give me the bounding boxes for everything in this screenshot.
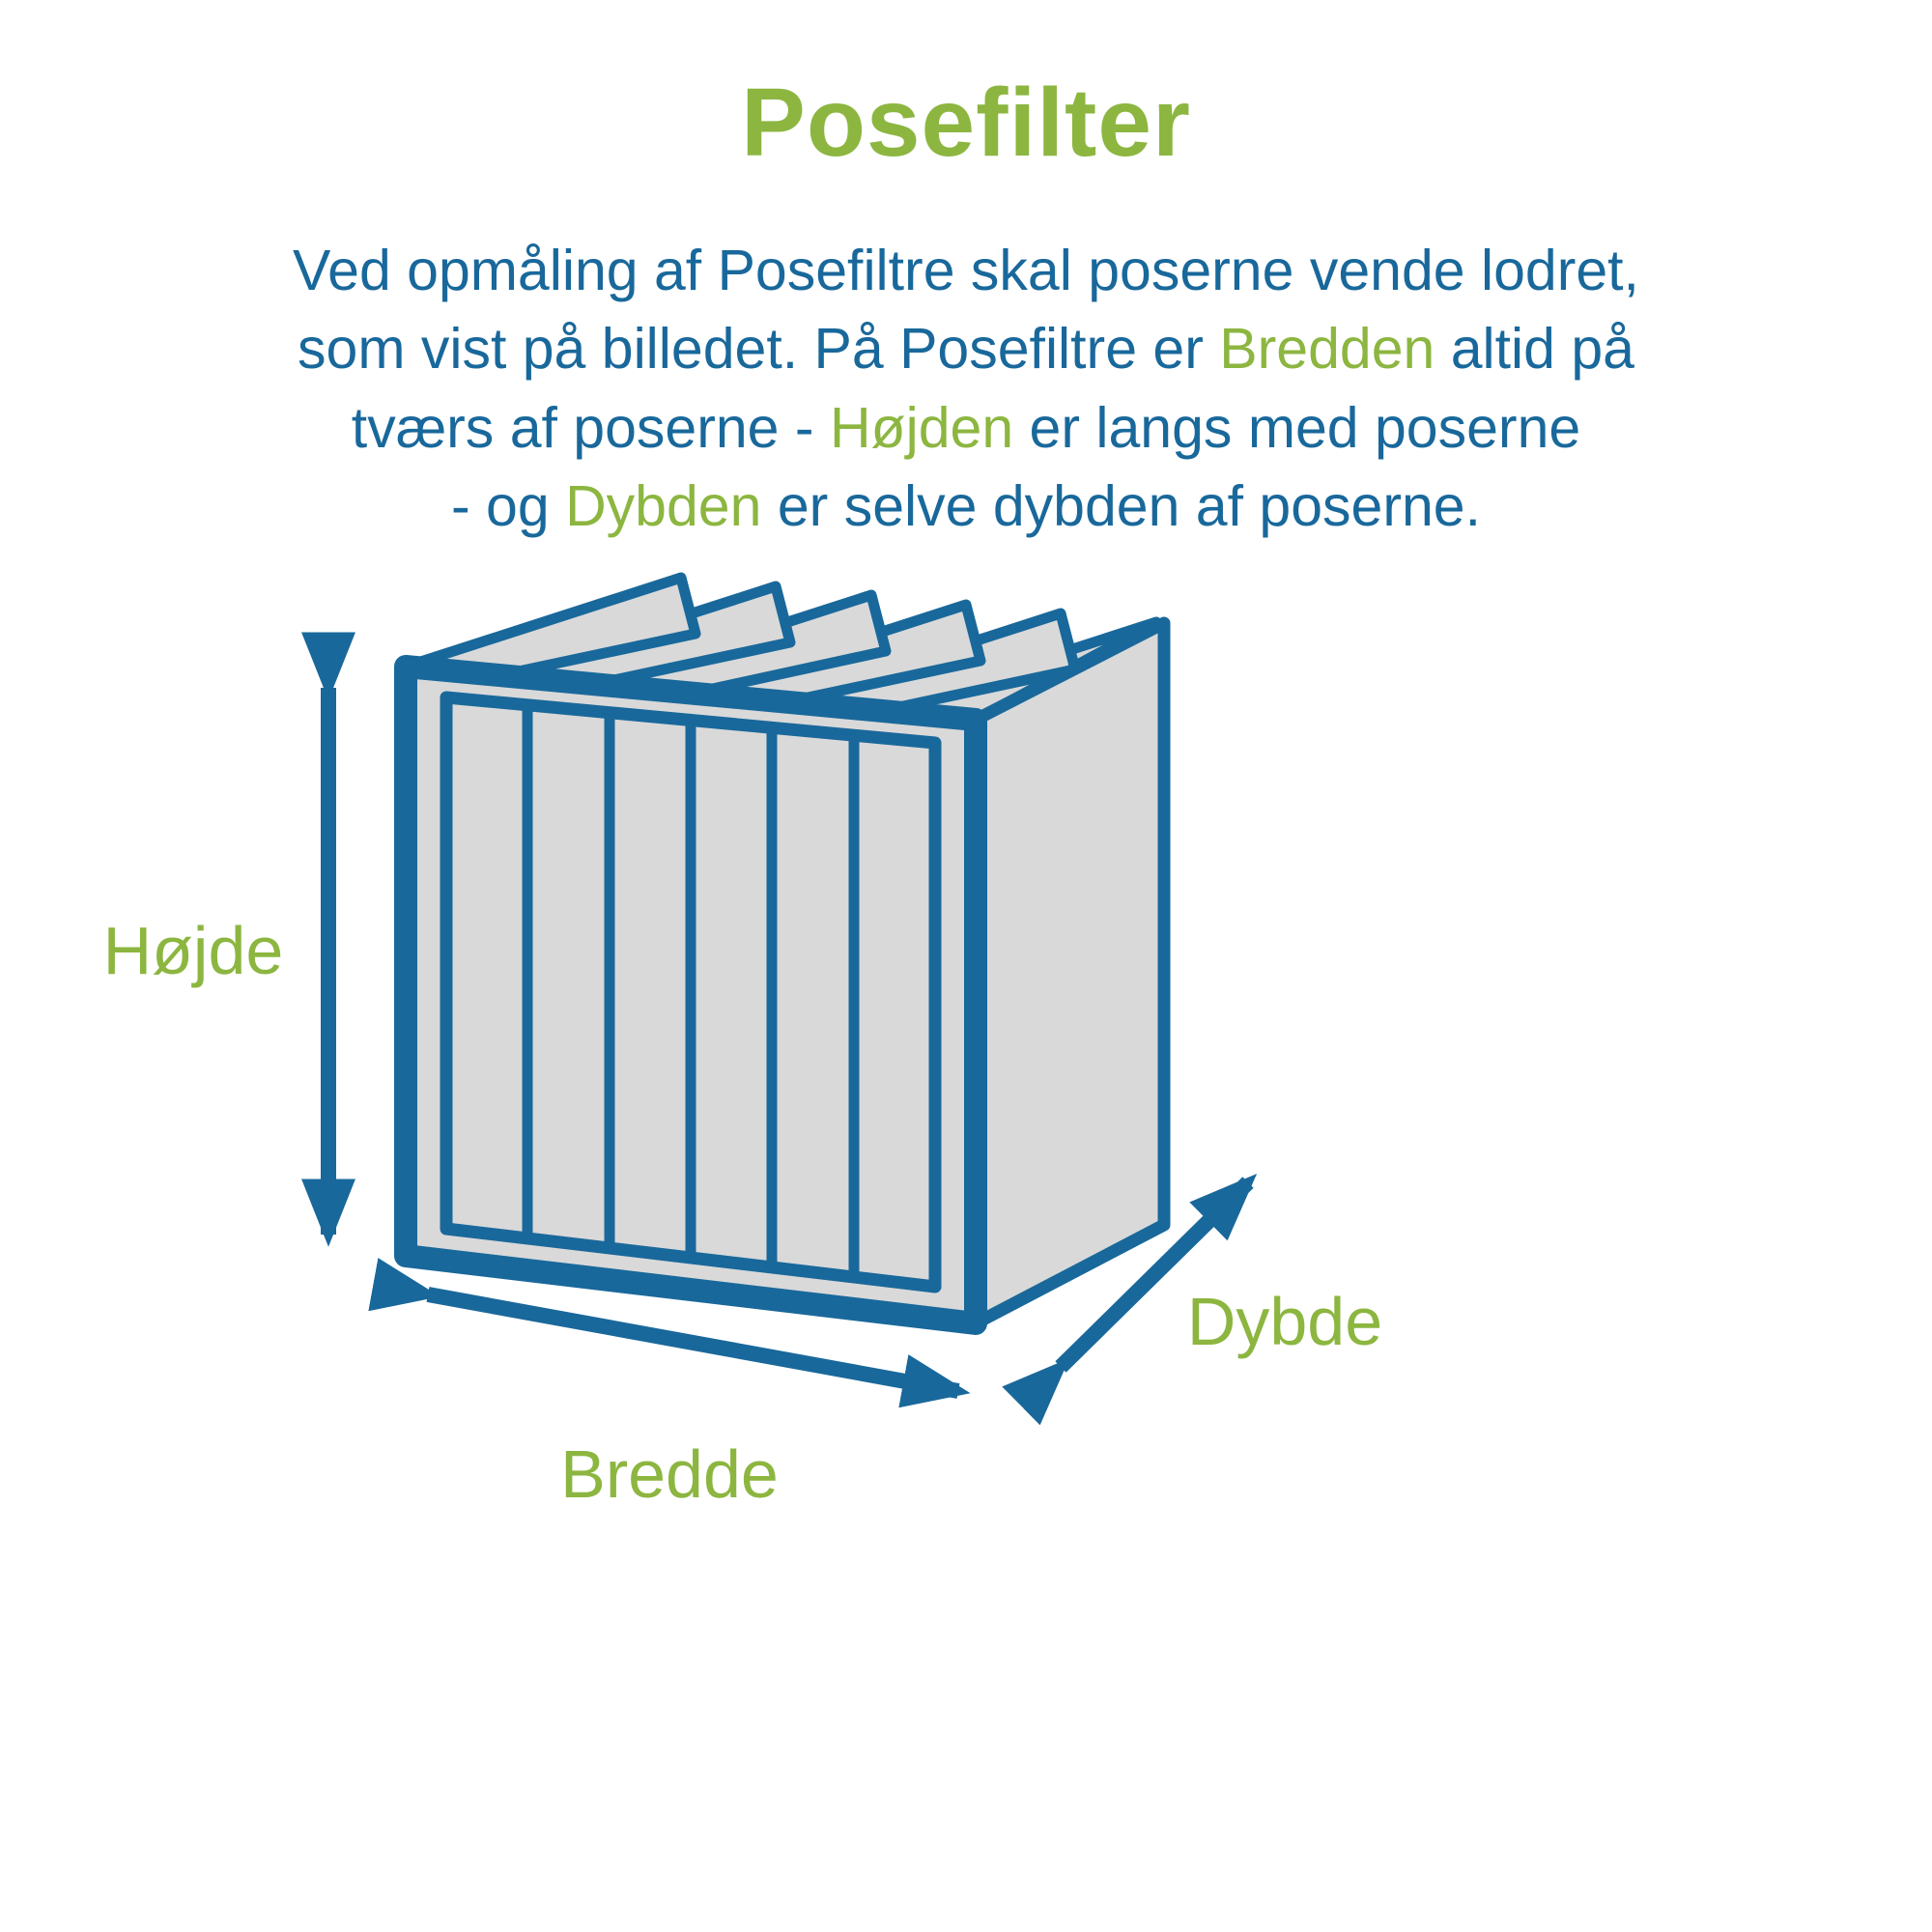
width-arrow <box>368 1258 971 1408</box>
description-text: Ved opmåling af Posefiltre skal poserne … <box>0 232 1932 547</box>
description-line1: Ved opmåling af Posefiltre skal poserne … <box>293 239 1639 302</box>
description-line2a: som vist på billedet. På Posefiltre er <box>298 317 1220 382</box>
description-line3b: er langs med poserne <box>1013 395 1581 460</box>
description-line4a: - og <box>451 474 566 539</box>
height-label: Højde <box>103 913 284 988</box>
keyword-dybden: Dybden <box>565 474 762 539</box>
keyword-bredden: Bredden <box>1219 317 1435 382</box>
header: Posefilter Ved opmåling af Posefiltre sk… <box>0 68 1932 547</box>
description-line3a: tværs af poserne - <box>351 395 830 460</box>
keyword-hojden: Højden <box>829 395 1014 460</box>
description-line4b: er selve dybden af poserne. <box>761 474 1481 539</box>
width-label: Bredde <box>560 1436 779 1512</box>
page-title: Posefilter <box>741 69 1191 177</box>
description-line2b: altid på <box>1435 317 1634 382</box>
filter-side-panel <box>969 616 1171 1330</box>
depth-arrow <box>1002 1174 1258 1426</box>
filter-front-frame <box>394 655 987 1335</box>
depth-label: Dybde <box>1187 1284 1382 1359</box>
